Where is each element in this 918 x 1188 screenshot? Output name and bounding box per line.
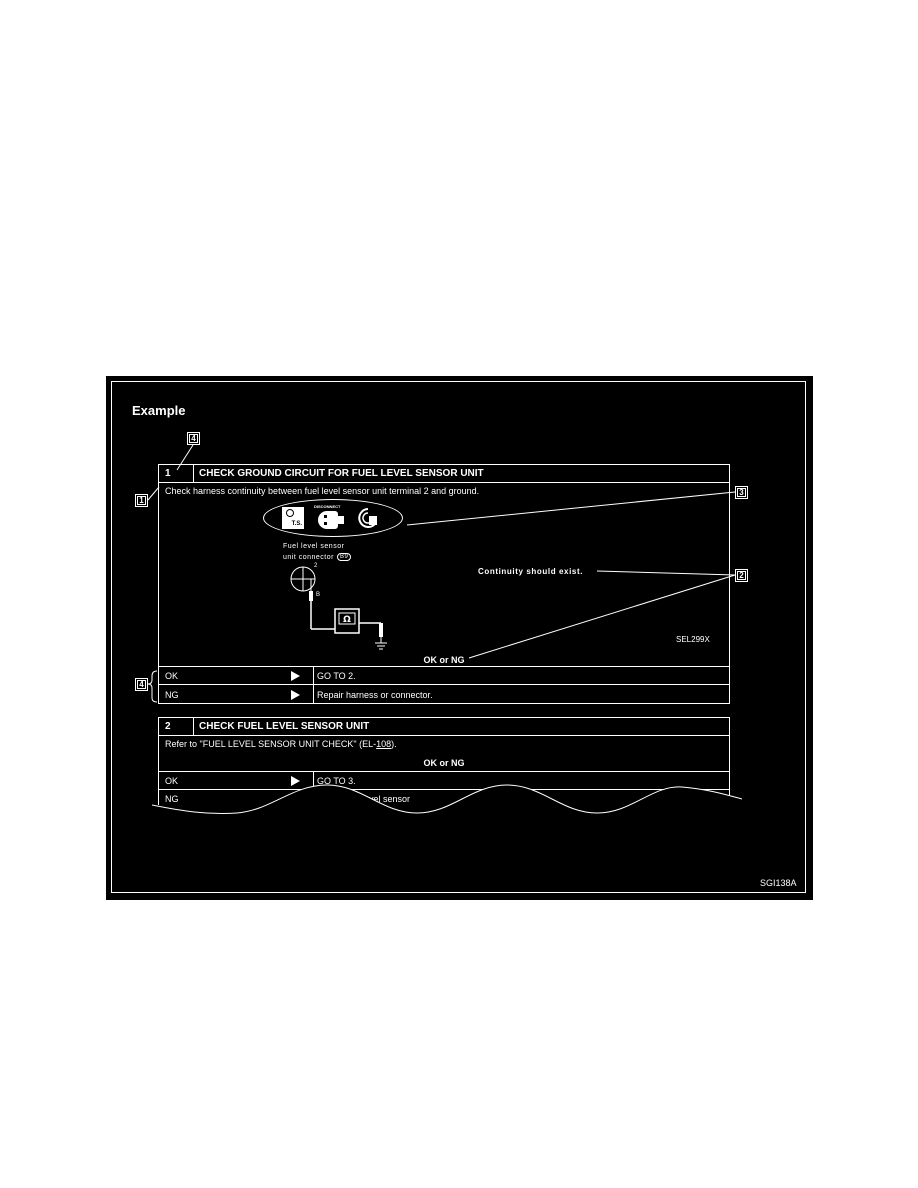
callout-4-bottom: 4 [135, 678, 148, 691]
callout-3: 3 [735, 486, 748, 499]
step2-result-label: OK or NG [423, 758, 465, 768]
wire-color: B [316, 592, 321, 598]
step1-instruction: Check harness continuity between fuel le… [165, 486, 480, 496]
step1-result-label: OK or NG [423, 655, 465, 665]
continuity-circuit-diagram: Ω [290, 566, 387, 650]
action-ok: GO TO 2. [317, 670, 356, 681]
step2-table: 2 CHECK FUEL LEVEL SENSOR UNIT Refer to … [158, 717, 730, 808]
ohmmeter-icon [356, 506, 380, 530]
disconnect-icon: DISCONNECT [314, 504, 348, 532]
arrow-right-icon [291, 685, 300, 704]
action-ng: fuel level sensor [345, 794, 411, 804]
step2-result-row-ok: OK GO TO 3. [159, 772, 729, 790]
connector-label-line1: Fuel level sensor [283, 543, 345, 550]
connector-id: B9 [336, 553, 352, 561]
step2-title: CHECK FUEL LEVEL SENSOR UNIT [199, 721, 370, 732]
torn-edge-wave [152, 784, 742, 837]
action-ng: Repair harness or connector. [317, 689, 433, 700]
result-ng: NG [165, 689, 179, 700]
figure-code: SGI138A [760, 878, 797, 888]
tool-icons-group: T.S. DISCONNECT [263, 499, 403, 537]
step1-title: CHECK GROUND CIRCUIT FOR FUEL LEVEL SENS… [199, 468, 484, 479]
figure-title: Example [132, 403, 186, 418]
step2-body: Refer to "FUEL LEVEL SENSOR UNIT CHECK" … [159, 736, 729, 772]
result-ok: OK [165, 775, 179, 786]
step1-header: 1 CHECK GROUND CIRCUIT FOR FUEL LEVEL SE… [159, 465, 729, 483]
svg-text:Ω: Ω [343, 615, 351, 625]
step1-number: 1 [165, 468, 171, 479]
arrow-right-icon [291, 772, 300, 789]
step1-table: 1 CHECK GROUND CIRCUIT FOR FUEL LEVEL SE… [158, 464, 730, 704]
terminal-number: 2 [314, 563, 318, 569]
step2-instruction: Refer to "FUEL LEVEL SENSOR UNIT CHECK" … [165, 739, 397, 749]
continuity-spec: Continuity should exist. [478, 567, 584, 576]
callout-2: 2 [735, 569, 748, 582]
result-ng: NG [165, 794, 179, 804]
result-ok: OK [165, 670, 179, 681]
example-figure: Example 4 1 3 2 4 1 CHECK GROUND CIRCUIT… [106, 376, 813, 900]
connector-label: unit connector B9 [283, 553, 352, 561]
arrow-right-icon [291, 667, 300, 684]
figure-frame: Example 4 1 3 2 4 1 CHECK GROUND CIRCUIT… [111, 381, 806, 893]
connector-label-line2: unit connector [283, 553, 334, 561]
step1-result-row-ng: NG Repair harness or connector. [159, 685, 729, 704]
action-ok: GO TO 3. [317, 775, 356, 786]
diagram-code: SEL299X [676, 635, 710, 644]
page-reference: 108 [376, 739, 392, 749]
ts-icon: T.S. [282, 507, 304, 529]
step1-result-row-ok: OK GO TO 2. [159, 667, 729, 685]
step2-header: 2 CHECK FUEL LEVEL SENSOR UNIT [159, 718, 729, 736]
callout-4-top: 4 [187, 432, 200, 445]
callout-1: 1 [135, 494, 148, 507]
callout-lines [147, 444, 736, 703]
step1-body: Check harness continuity between fuel le… [159, 483, 729, 667]
step2-number: 2 [165, 721, 171, 732]
